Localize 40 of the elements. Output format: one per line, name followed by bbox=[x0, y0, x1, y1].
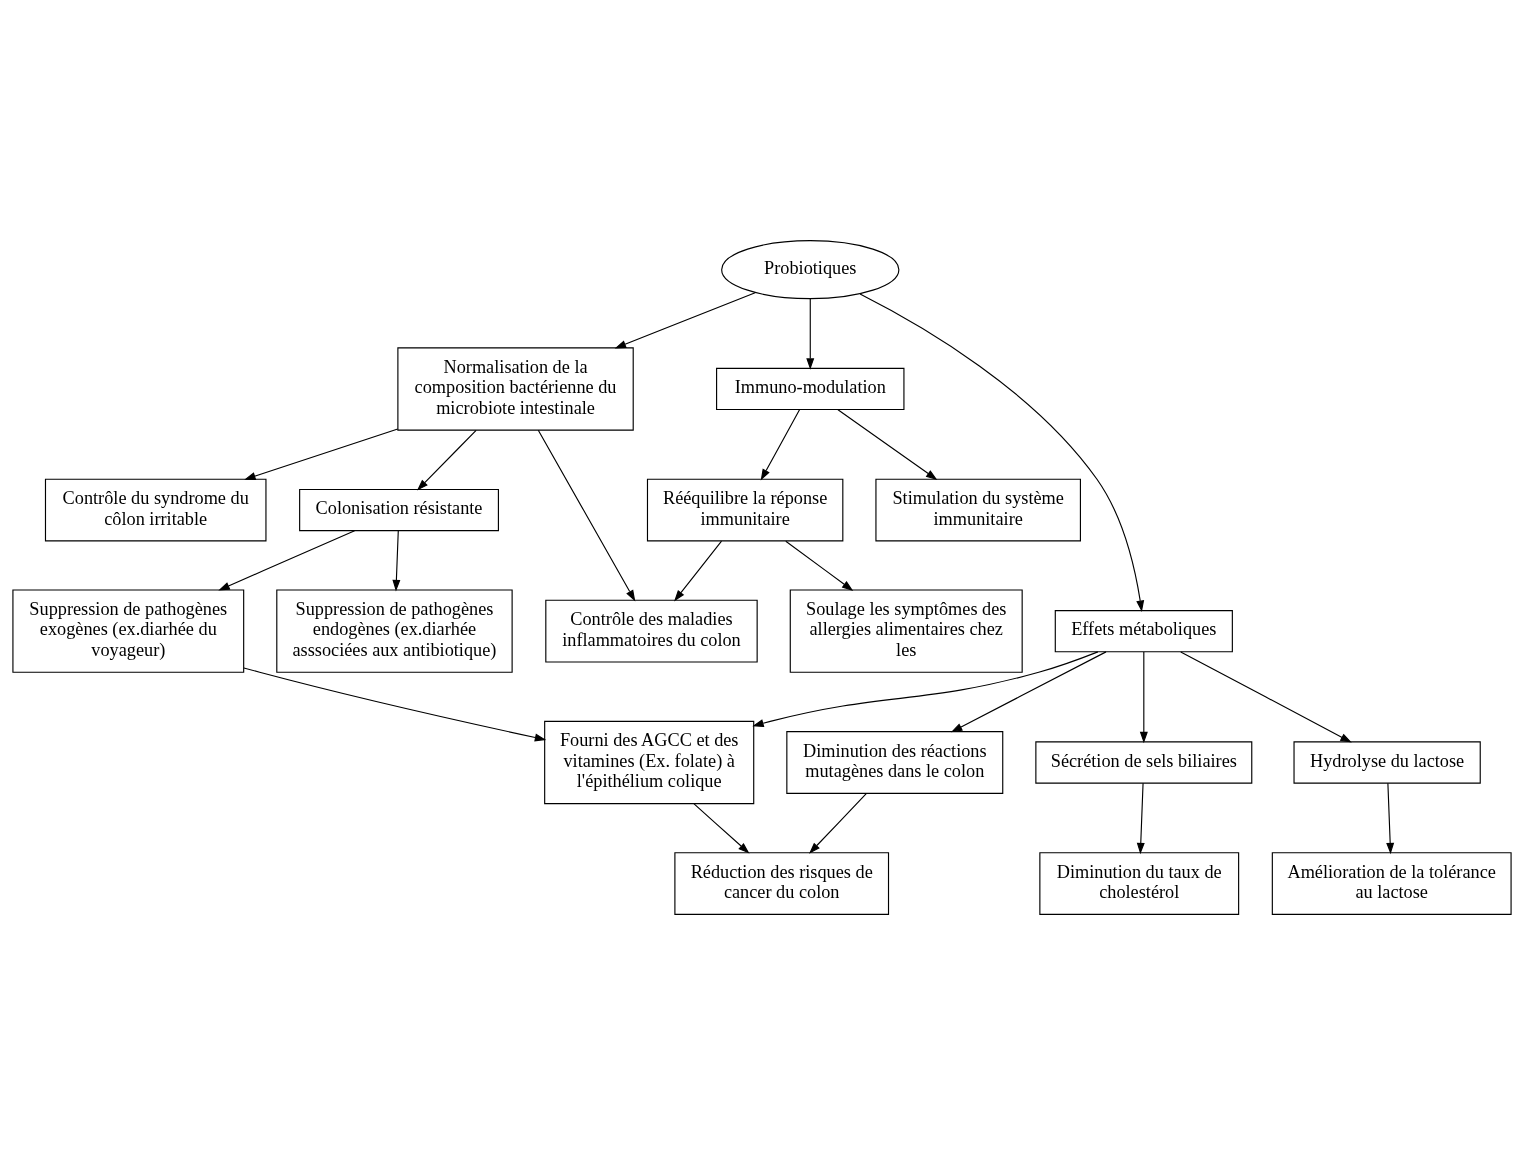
node-box: Contrôle des maladies inflammatoires du colon bbox=[545, 599, 758, 663]
arrow bbox=[1386, 782, 1395, 855]
node-box: Diminution des réactions mutagènes dans le colon bbox=[786, 731, 1004, 794]
arrow bbox=[674, 540, 723, 602]
node-box: Fourni des AGCC et des vitamines (Ex. folate) à l'épithélium colique bbox=[544, 720, 755, 805]
arrow bbox=[760, 409, 801, 481]
arrow bbox=[950, 651, 1107, 733]
node-box: Réduction des risques de cancer du colon bbox=[674, 852, 890, 915]
arrow bbox=[614, 292, 756, 349]
arrow bbox=[693, 803, 750, 854]
arrow bbox=[1136, 782, 1145, 855]
arrow bbox=[837, 409, 938, 480]
node-box: Normalisation de la composition bactérienne du microbiote intestinale bbox=[397, 347, 634, 431]
arrow bbox=[752, 651, 1099, 728]
arrow bbox=[243, 667, 547, 742]
node-box: Suppression de pathogènes endogènes (ex.diarhée asssociées aux antibiotique) bbox=[276, 589, 513, 673]
arrow bbox=[1180, 651, 1352, 743]
node-box: Rééquilibre la réponse immunitaire bbox=[646, 478, 844, 542]
node-box: Diminution du taux de cholestérol bbox=[1039, 852, 1240, 915]
node-box: Hydrolyse du lactose bbox=[1293, 741, 1481, 784]
node-box: Amélioration de la tolérance au lactose bbox=[1271, 852, 1512, 915]
arrow bbox=[806, 298, 815, 370]
node-box: Sécrétion de sels biliaires bbox=[1035, 741, 1253, 784]
arrow bbox=[785, 540, 854, 591]
arrow bbox=[859, 293, 1145, 612]
arrow bbox=[416, 429, 477, 491]
node-box: Contrôle du syndrome du côlon irritable bbox=[44, 478, 267, 542]
arrow bbox=[244, 428, 399, 480]
arrow bbox=[1139, 651, 1148, 744]
node-box: Soulage les symptômes des allergies alimentaires chez les bbox=[789, 589, 1023, 673]
node-ellipse: Probiotiques bbox=[721, 240, 900, 300]
node-box: Suppression de pathogènes exogènes (ex.diarhée du voyageur) bbox=[12, 589, 245, 673]
arrow bbox=[537, 429, 636, 602]
node-box: Colonisation résistante bbox=[299, 488, 499, 532]
node-box: Immuno-modulation bbox=[716, 367, 905, 411]
node-box: Stimulation du système immunitaire bbox=[875, 478, 1081, 542]
arrow bbox=[809, 793, 867, 854]
node-box: Effets métaboliques bbox=[1054, 610, 1233, 653]
arrow bbox=[392, 530, 401, 592]
arrow bbox=[218, 530, 356, 591]
